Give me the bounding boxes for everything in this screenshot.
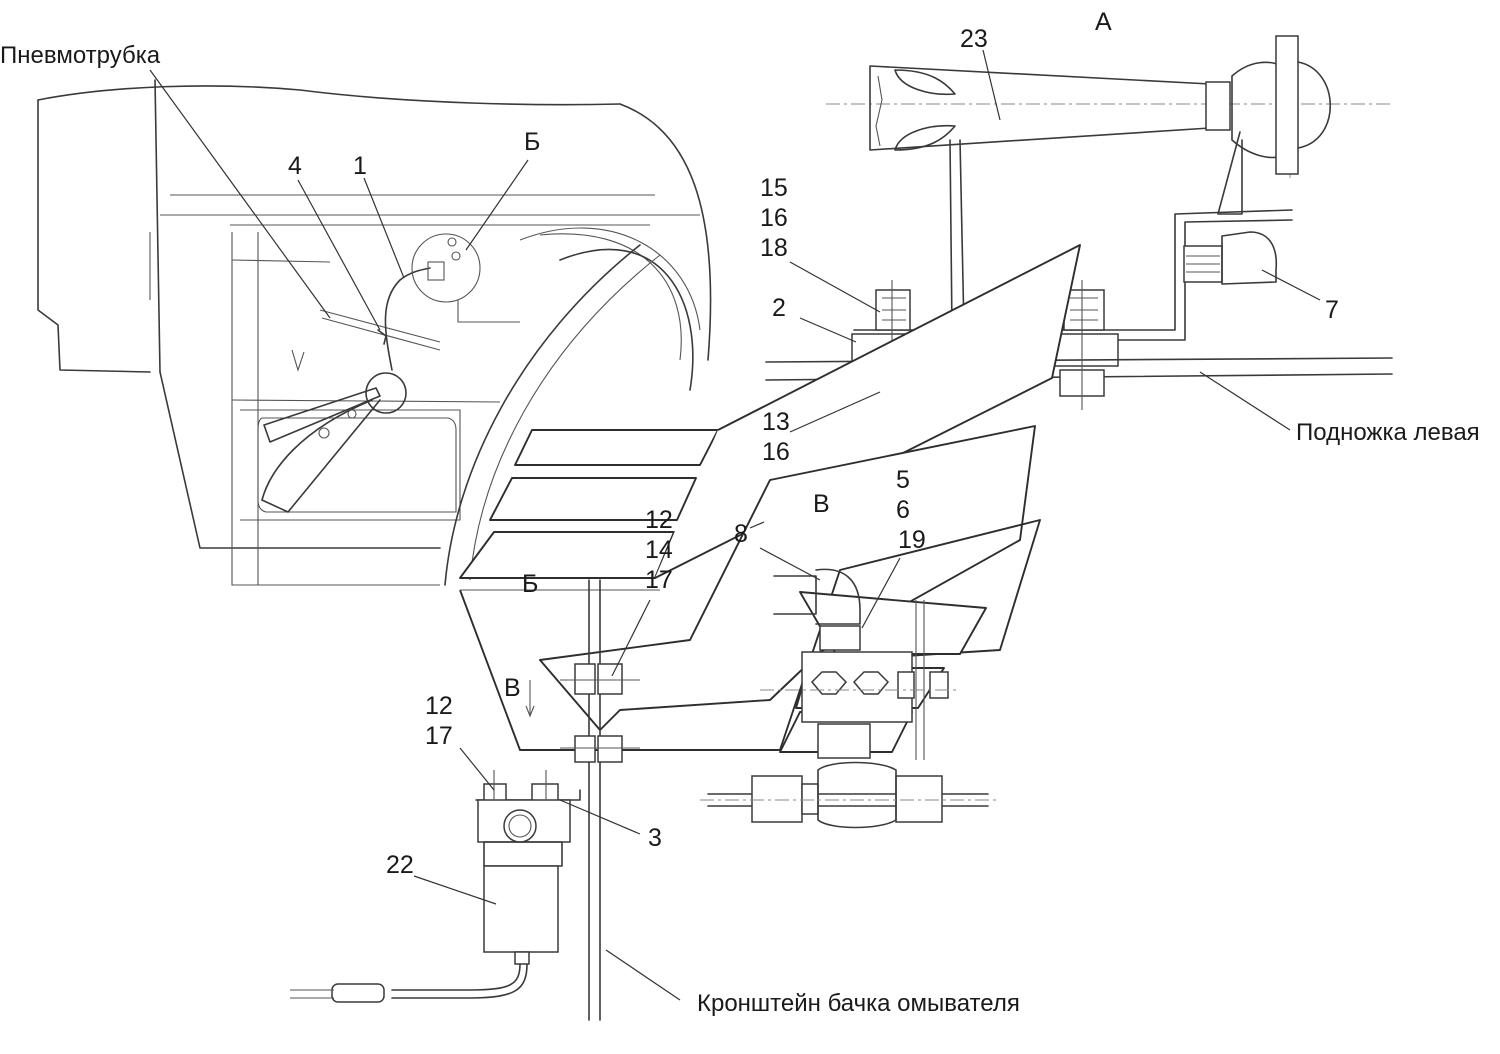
callout-8: 8 [734,520,748,548]
view-b-detail-label: Б [524,128,540,156]
cab-side-view [37,79,712,586]
view-b-section-label: Б [522,570,538,598]
leader-lines [149,49,1321,1001]
callout-4: 4 [288,152,302,180]
view-v-arrow-label: В [504,674,521,702]
washer-bracket-note: Кронштейн бачка омывателя [697,990,1020,1017]
callout-6: 6 [896,496,910,524]
pneumotube-note: Пневмотрубка [0,42,161,69]
callout-3: 3 [648,824,662,852]
callout-17-lower: 17 [425,722,453,750]
callout-15: 15 [760,174,788,202]
section-panels [459,244,1081,753]
view-a-horn-assembly [765,35,1393,410]
washer-bracket-and-tank [290,579,640,1021]
callout-1: 1 [353,152,367,180]
callout-22: 22 [386,851,414,879]
callout-5: 5 [896,466,910,494]
callout-12-lower: 12 [425,692,453,720]
view-a-label: А [1095,8,1112,36]
callout-23: 23 [960,25,988,53]
callout-16-top: 16 [760,204,788,232]
left-step-note: Подножка левая [1296,419,1480,446]
callout-16-bottom: 16 [762,438,790,466]
callout-18: 18 [760,234,788,262]
callout-12-upper: 12 [645,506,673,534]
callout-17-upper: 17 [645,566,673,594]
callout-7: 7 [1325,296,1339,324]
callout-13: 13 [762,408,790,436]
callout-14: 14 [645,536,673,564]
callout-19: 19 [898,526,926,554]
section-v-hardware [700,568,1000,829]
view-v-section-label: В [813,490,830,518]
callout-2: 2 [772,294,786,322]
